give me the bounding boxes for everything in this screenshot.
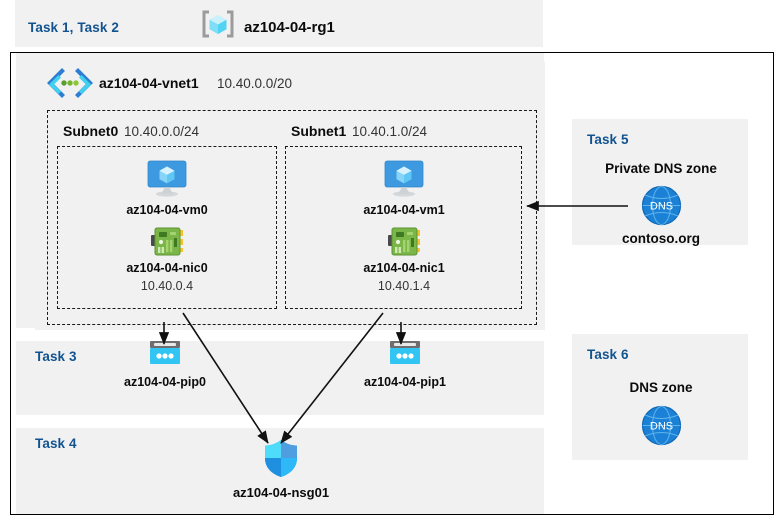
dns-zone-icon: DNS	[639, 403, 684, 448]
subnet0-box	[57, 146, 277, 309]
pip1-label: az104-04-pip1	[364, 375, 446, 389]
nsg-label: az104-04-nsg01	[232, 485, 330, 500]
nic1-label: az104-04-nic1	[363, 261, 445, 275]
dns-zone-title: DNS zone	[629, 380, 693, 395]
resource-group-name: az104-04-rg1	[244, 19, 335, 36]
pip0-label: az104-04-pip0	[124, 375, 206, 389]
vm1-label: az104-04-vm1	[363, 203, 445, 217]
resource-group-header-band	[15, 0, 543, 47]
vm0-label: az104-04-vm0	[126, 203, 208, 217]
task-label-3: Task 3	[35, 349, 77, 364]
task-label-6: Task 6	[587, 347, 629, 362]
network-security-group-icon	[261, 437, 301, 479]
subnet1-box	[285, 146, 522, 309]
task-label-5: Task 5	[587, 132, 629, 147]
panel-gap-1	[16, 328, 544, 341]
diagram-outer-frame: az104-04-vnet1 10.40.0.0/20 Subnet0 10.4…	[10, 52, 774, 515]
vnet-name: az104-04-vnet1	[99, 75, 199, 91]
vnet-panel	[35, 62, 545, 330]
subnet1-name: Subnet1	[291, 123, 347, 139]
dns-icon-text: DNS	[650, 421, 673, 433]
nic0-label: az104-04-nic0	[126, 261, 208, 275]
subnet0-name: Subnet0	[63, 123, 119, 139]
subnet1-cidr: 10.40.1.0/24	[352, 124, 428, 139]
public-ip-address-icon	[385, 338, 425, 370]
nic0-ip: 10.40.0.4	[140, 279, 194, 293]
vnet-address-space: 10.40.0.0/20	[217, 76, 293, 91]
network-interface-icon	[149, 225, 186, 258]
network-interface-icon	[386, 225, 423, 258]
nic1-ip: 10.40.1.4	[377, 279, 431, 293]
private-dns-zone-name: contoso.org	[622, 231, 700, 246]
subnet0-cidr: 10.40.0.0/24	[124, 124, 200, 139]
task-label-1-2: Task 1, Task 2	[28, 20, 119, 35]
virtual-network-icon	[45, 68, 95, 98]
panel-gap-2	[16, 415, 544, 428]
dns-icon-text: DNS	[650, 201, 673, 213]
task-label-4: Task 4	[35, 436, 77, 451]
virtual-machine-icon	[144, 158, 190, 198]
virtual-machine-icon	[381, 158, 427, 198]
private-dns-zone-title: Private DNS zone	[605, 161, 717, 176]
dns-zone-icon: DNS	[639, 183, 684, 228]
public-ip-address-icon	[145, 338, 185, 370]
resource-group-icon	[200, 8, 236, 40]
